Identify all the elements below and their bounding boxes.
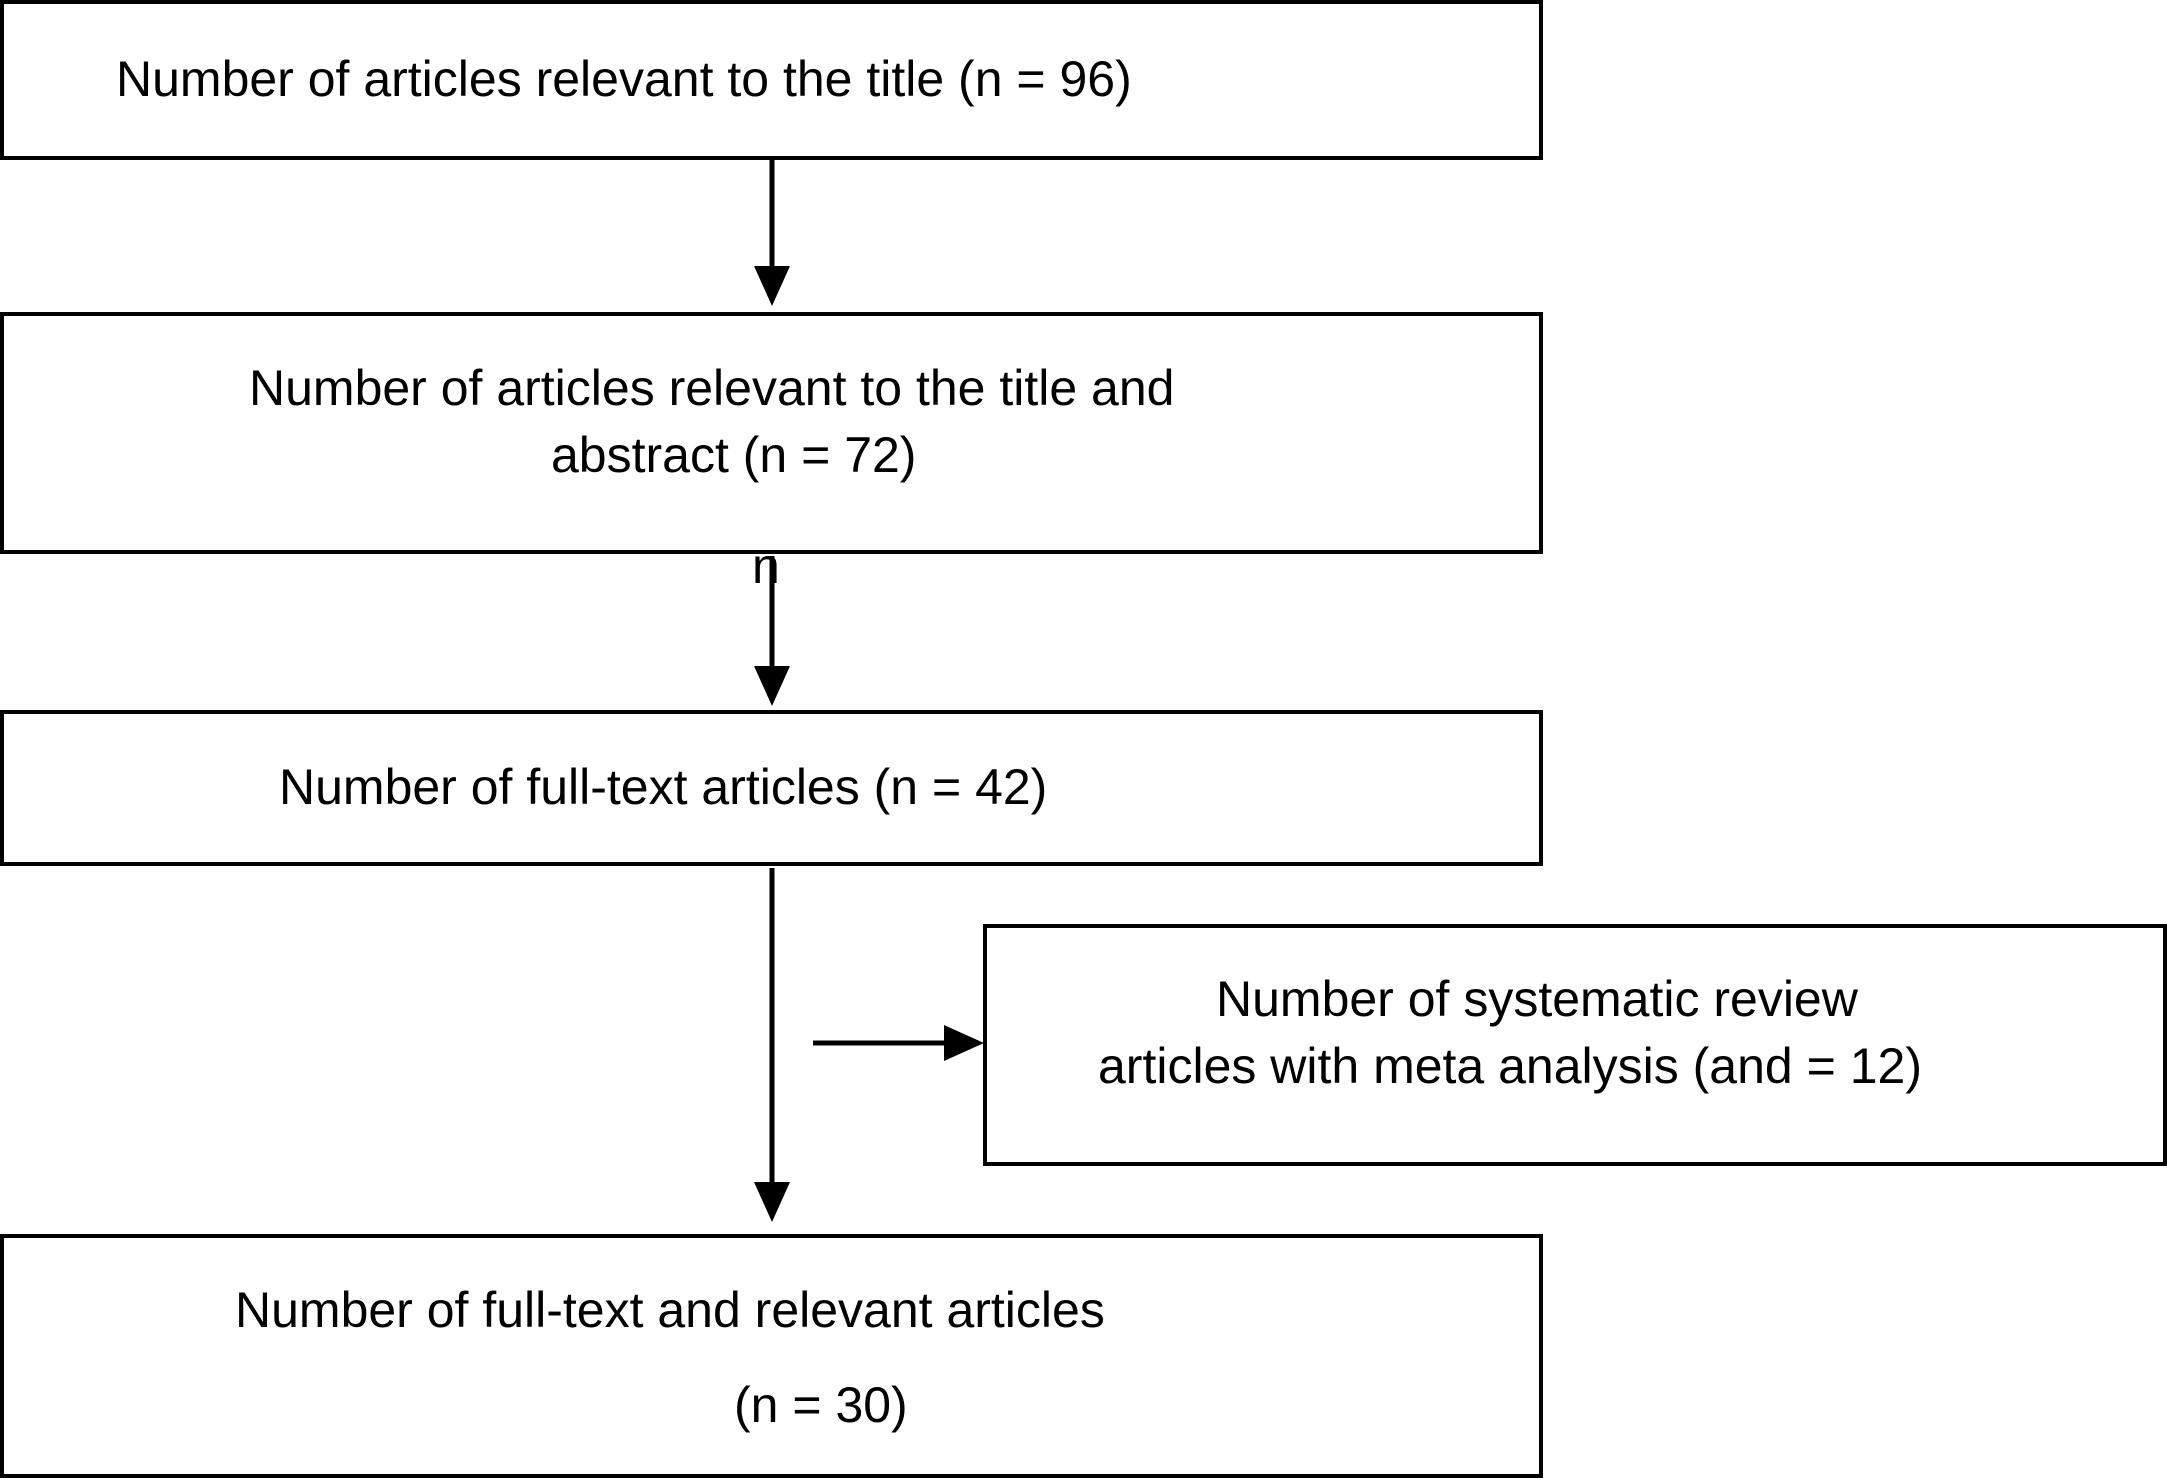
box-title-abstract bbox=[0, 312, 1543, 554]
box-final bbox=[0, 1234, 1543, 1478]
arrow-4-head bbox=[944, 1025, 984, 1061]
title-screen-label: Number of articles relevant to the title… bbox=[116, 51, 1132, 107]
title-abstract-label-line1: Number of articles relevant to the title… bbox=[249, 360, 1175, 416]
full-text-label: Number of full-text articles (n = 42) bbox=[279, 759, 1048, 815]
excluded-label-line1: Number of systematic review bbox=[1216, 971, 1858, 1027]
box-title-screen bbox=[0, 0, 1543, 160]
stray-n-label: n bbox=[752, 538, 780, 594]
arrow-2-head bbox=[754, 666, 790, 706]
excluded-label-line2: articles with meta analysis (and = 12) bbox=[1098, 1038, 1922, 1094]
arrow-1-head bbox=[754, 266, 790, 306]
box-excluded bbox=[983, 924, 2167, 1166]
final-label-line1: Number of full-text and relevant article… bbox=[235, 1282, 1105, 1338]
final-label-line2: (n = 30) bbox=[734, 1377, 908, 1433]
arrow-3-head bbox=[754, 1182, 790, 1222]
title-abstract-label-line2: abstract (n = 72) bbox=[551, 427, 917, 483]
box-full-text bbox=[0, 710, 1543, 866]
